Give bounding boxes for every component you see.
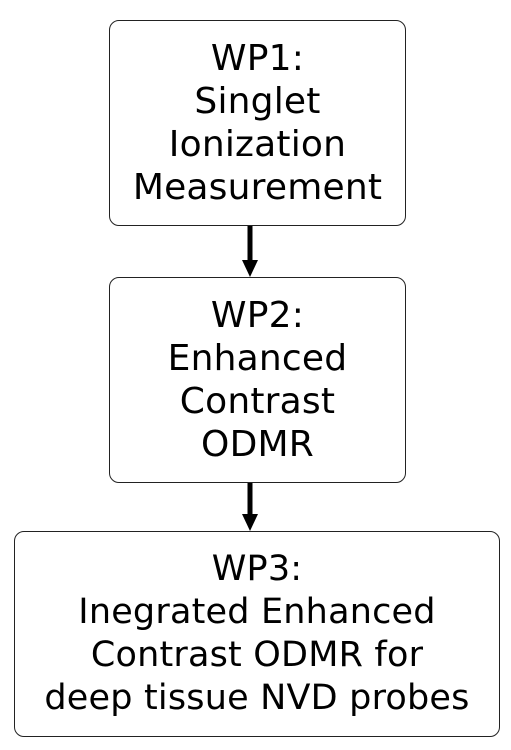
wp2-line-2: Contrast bbox=[179, 381, 336, 422]
wp2-title: WP2: bbox=[210, 295, 305, 336]
wp1-line-2: Ionization bbox=[168, 124, 347, 165]
wp1-box: WP1: Singlet Ionization Measurement bbox=[109, 20, 406, 226]
wp3-line-2: Contrast ODMR for bbox=[90, 635, 424, 675]
wp2-box: WP2: Enhanced Contrast ODMR bbox=[109, 277, 406, 483]
wp2-line-1: Enhanced bbox=[167, 338, 348, 379]
wp1-title: WP1: bbox=[210, 38, 305, 79]
wp2-line-3: ODMR bbox=[201, 424, 314, 465]
wp3-line-1: Inegrated Enhanced bbox=[78, 592, 436, 632]
wp3-title: WP3: bbox=[211, 549, 303, 589]
arrow-wp1-to-wp2 bbox=[242, 226, 258, 277]
arrow-wp2-to-wp3 bbox=[242, 483, 258, 531]
wp1-line-3: Measurement bbox=[132, 167, 383, 208]
wp3-box: WP3: Inegrated Enhanced Contrast ODMR fo… bbox=[14, 531, 500, 737]
wp3-line-3: deep tissue NVD probes bbox=[44, 678, 470, 718]
wp1-line-1: Singlet bbox=[194, 81, 321, 122]
